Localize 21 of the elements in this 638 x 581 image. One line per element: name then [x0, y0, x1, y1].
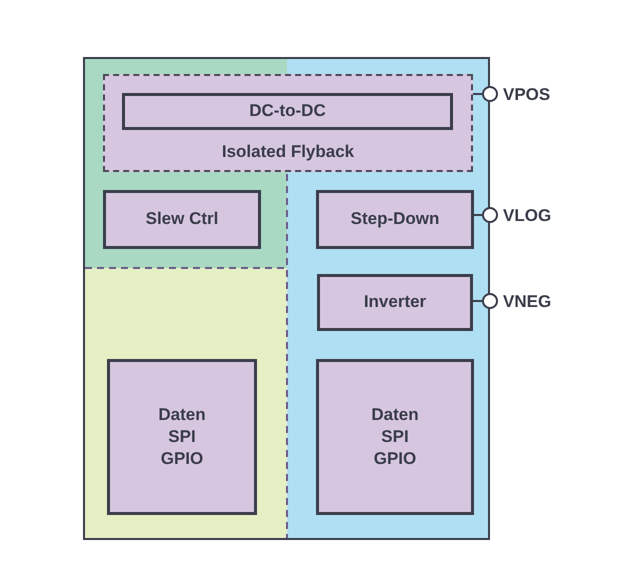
block-label: Daten SPI GPIO [157, 404, 207, 470]
block-box [103, 190, 261, 249]
pin-label: VPOS [503, 86, 550, 103]
region-label: Isolated Flyback [222, 141, 354, 163]
block-box [316, 190, 474, 249]
block-label: Inverter [364, 291, 426, 314]
block-label: Slew Ctrl [146, 208, 218, 230]
block-label: Daten SPI GPIO [370, 404, 420, 470]
interface-block [316, 359, 474, 515]
pin-label: VNEG [503, 293, 552, 310]
pin-label: VLOG [503, 207, 552, 224]
block-box [122, 93, 453, 130]
block-box [317, 274, 473, 331]
block-label: Step-Down [350, 208, 440, 230]
chip-outline [83, 57, 490, 540]
connector-line [473, 93, 482, 95]
connector-line [474, 214, 482, 216]
block-label: DC-to-DC [249, 100, 326, 122]
isolated-flyback-region [103, 74, 473, 172]
connector-line [473, 300, 482, 302]
interface-block [107, 359, 257, 515]
